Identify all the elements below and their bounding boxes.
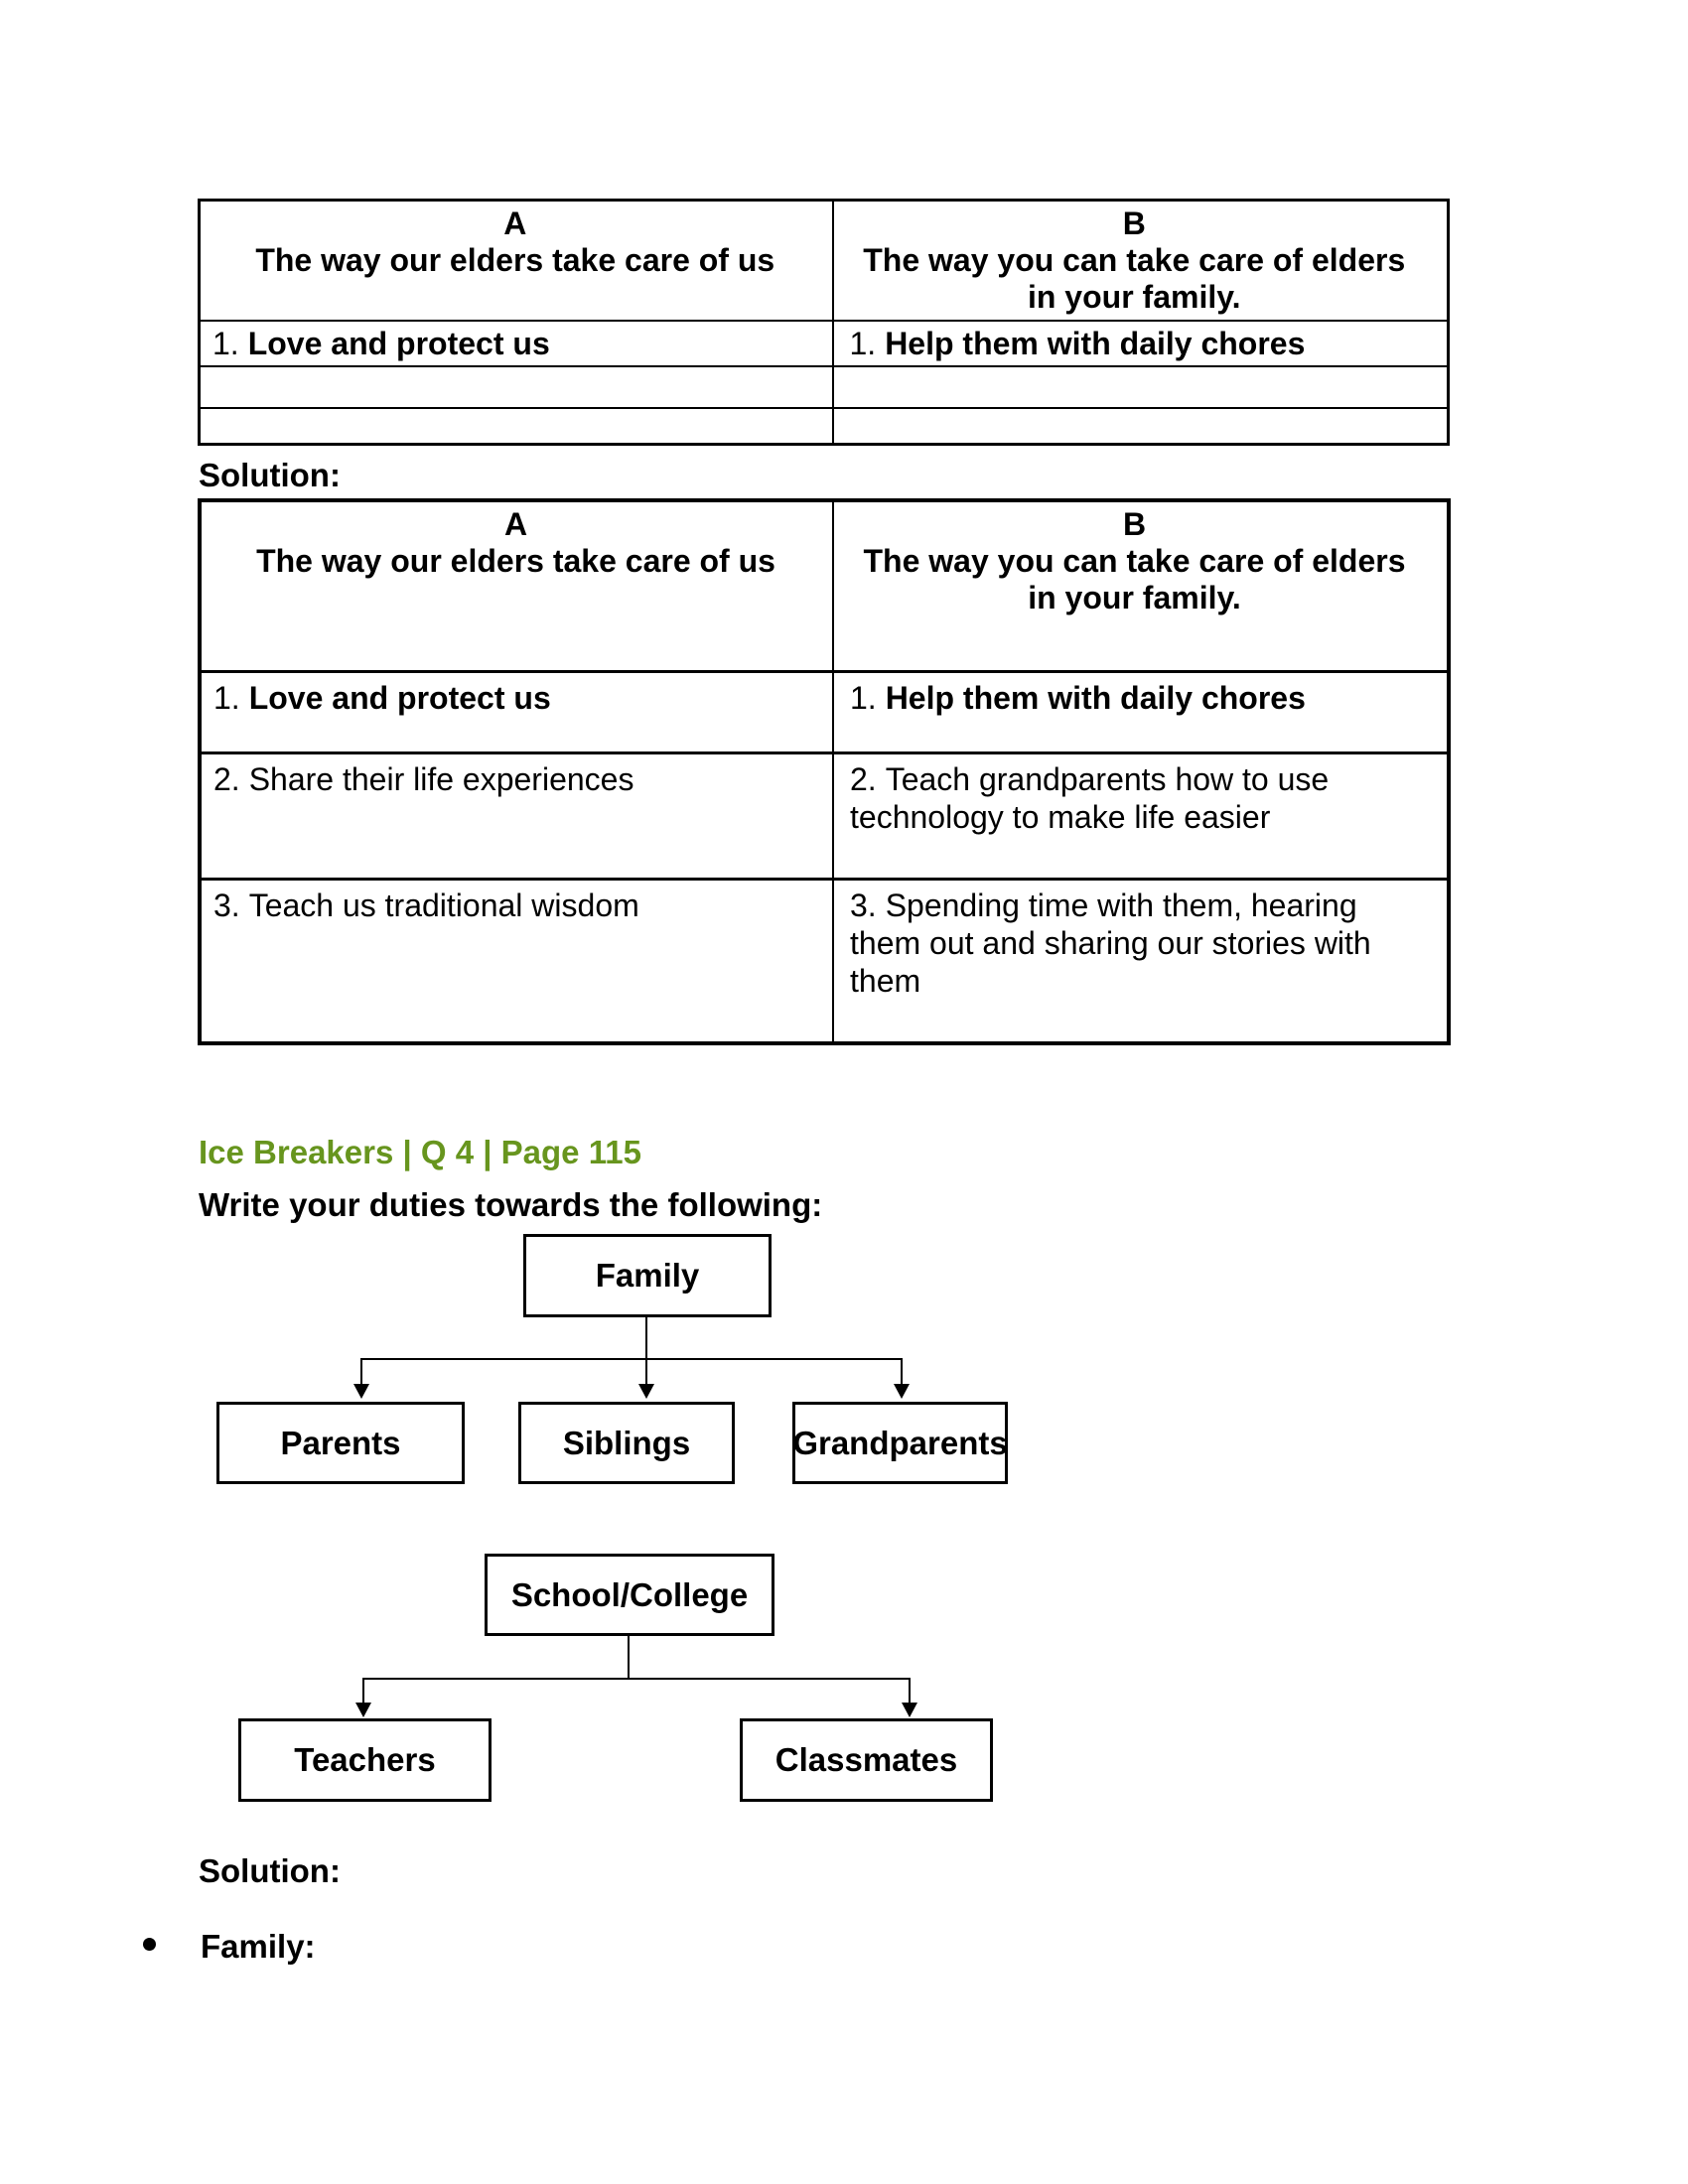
solution-cell-a3: 3.Teach us traditional wisdom (199, 877, 834, 1045)
item-number: 3. (213, 887, 240, 923)
arrow-down-icon (894, 1384, 910, 1399)
solution-cell-b3: 3.Spending time with them, hearing them … (832, 877, 1450, 1045)
question-text: Write your duties towards the following: (199, 1186, 823, 1223)
item-number: 1. (212, 326, 239, 361)
header-b-title-line1: The way you can take care of elders (863, 242, 1406, 278)
item-text: Help them with daily chores (885, 326, 1306, 361)
bullet-icon (143, 1938, 156, 1951)
solution-table: A The way our elders take care of us B T… (198, 498, 1451, 1045)
question-cell-a1: 1.Love and protect us (198, 320, 834, 367)
header-b-title-line2: in your family. (1028, 580, 1241, 615)
family-connector-bar (360, 1358, 903, 1360)
question-cell-b2-empty (831, 365, 1450, 409)
question-cell-a2-empty (198, 365, 834, 409)
school-connector-stub (628, 1636, 630, 1678)
item-text: Share their life experiences (248, 760, 634, 797)
item-text: Teach grandparents how to use technology… (850, 760, 1330, 835)
question-table-header-b: B The way you can take care of elders in… (831, 199, 1450, 322)
school-connector-bar (362, 1678, 911, 1680)
item-number: 2. (213, 760, 240, 797)
arrow-line-siblings (645, 1360, 647, 1386)
question-table: A The way our elders take care of us B T… (198, 199, 1450, 446)
header-b-title-line1: The way you can take care of elders (863, 543, 1406, 579)
item-number: 1. (850, 679, 877, 716)
question-cell-b1: 1.Help them with daily chores (831, 320, 1450, 367)
item-number: 1. (849, 326, 877, 361)
item-text: Help them with daily chores (885, 679, 1306, 716)
header-a-letter: A (503, 205, 527, 241)
arrow-down-icon (902, 1703, 917, 1717)
solution-cell-a2: 2.Share their life experiences (199, 751, 834, 881)
diagram-box-parents: Parents (216, 1402, 465, 1484)
item-text: Spending time with them, hearing them ou… (850, 887, 1371, 999)
header-a-title: The way our elders take care of us (256, 543, 775, 579)
item-number: 1. (213, 679, 240, 716)
header-a-title: The way our elders take care of us (255, 242, 775, 278)
diagram-box-siblings: Siblings (518, 1402, 735, 1484)
solution-cell-b1: 1.Help them with daily chores (832, 669, 1450, 754)
item-text: Love and protect us (247, 326, 550, 361)
question-cell-b3-empty (831, 407, 1450, 445)
diagram-box-classmates: Classmates (740, 1718, 993, 1802)
solution-cell-a1: 1.Love and protect us (199, 669, 834, 754)
header-b-letter: B (1122, 205, 1146, 241)
arrow-line-parents (360, 1360, 362, 1386)
solution-label-2: Solution: (199, 1852, 341, 1889)
header-b-letter: B (1122, 506, 1147, 542)
arrow-down-icon (353, 1384, 369, 1399)
item-text: Teach us traditional wisdom (248, 887, 639, 923)
arrow-line-grandparents (901, 1360, 903, 1386)
arrow-down-icon (638, 1384, 654, 1399)
item-text: Love and protect us (248, 679, 551, 716)
solution-table-header-a: A The way our elders take care of us (199, 498, 834, 673)
arrow-line-classmates (909, 1680, 911, 1704)
family-connector-stub (645, 1317, 647, 1358)
bullet-item-family: Family: (201, 1928, 316, 1965)
diagram-box-school-college: School/College (485, 1554, 774, 1636)
diagram-box-family: Family (523, 1234, 772, 1317)
section-heading-link[interactable]: Ice Breakers | Q 4 | Page 115 (199, 1134, 641, 1170)
diagram-box-grandparents: Grandparents (792, 1402, 1008, 1484)
solution-table-header-b: B The way you can take care of elders in… (832, 498, 1450, 673)
arrow-down-icon (355, 1703, 371, 1717)
header-a-letter: A (503, 506, 528, 542)
header-b-title-line2: in your family. (1027, 279, 1241, 315)
item-number: 3. (850, 887, 877, 923)
question-table-header-a: A The way our elders take care of us (198, 199, 834, 322)
diagram-box-teachers: Teachers (238, 1718, 492, 1802)
item-number: 2. (850, 760, 877, 797)
arrow-line-teachers (362, 1680, 364, 1704)
solution-label-1: Solution: (199, 457, 341, 493)
solution-cell-b2: 2.Teach grandparents how to use technolo… (832, 751, 1450, 881)
question-cell-a3-empty (198, 407, 834, 445)
